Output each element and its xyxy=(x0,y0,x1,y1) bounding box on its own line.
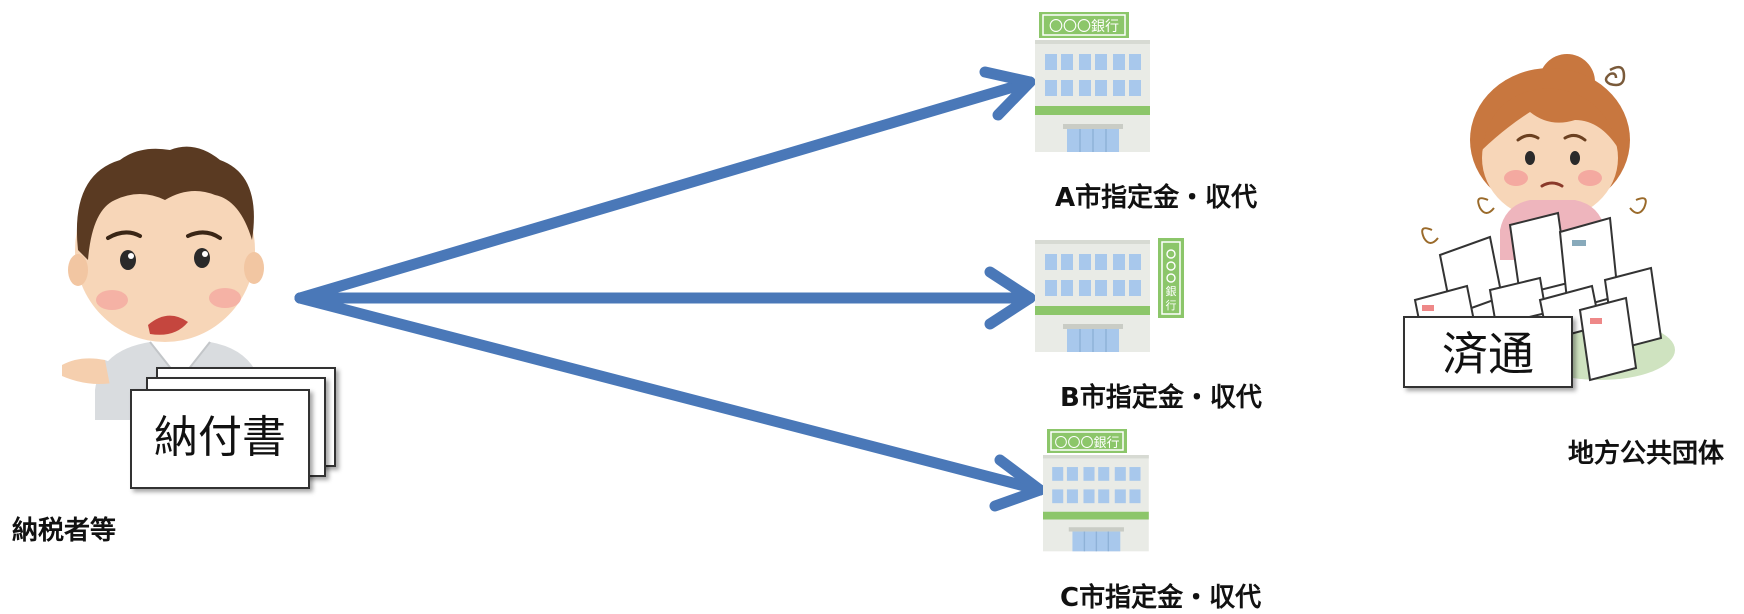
payment-slip-documents: 納付書 xyxy=(130,367,336,489)
bank-a-label: A市指定金・収代 xyxy=(1055,183,1258,213)
local-government-label: 地方公共団体 xyxy=(1568,439,1725,469)
arrowhead-a xyxy=(979,66,1036,121)
bank-b-building-icon: 銀 行 xyxy=(1034,238,1184,353)
settlement-label: 済通 xyxy=(1442,327,1534,381)
bank-c-building-icon: 〇〇〇銀行 xyxy=(1042,429,1150,553)
svg-text:行: 行 xyxy=(1166,299,1177,312)
taxpayer-label: 納税者等 xyxy=(12,516,117,546)
arrows xyxy=(294,66,1046,512)
payment-slip-label: 納付書 xyxy=(154,412,286,463)
svg-text:銀: 銀 xyxy=(1166,284,1177,298)
arrow-to-bank-a xyxy=(294,76,1036,304)
bank-a-building-icon: 〇〇〇銀行 xyxy=(1034,12,1151,153)
bank-b-label: B市指定金・収代 xyxy=(1060,383,1262,413)
settlement-notice-box: 済通 xyxy=(1403,316,1573,388)
arrowhead-b xyxy=(984,266,1036,330)
arrow-to-bank-c xyxy=(294,292,1046,496)
bank-a-sign: 〇〇〇銀行 xyxy=(1049,19,1119,35)
bank-c-sign: 〇〇〇銀行 xyxy=(1054,436,1119,451)
bank-c-label: C市指定金・収代 xyxy=(1060,583,1262,613)
arrowhead-c xyxy=(989,454,1046,512)
